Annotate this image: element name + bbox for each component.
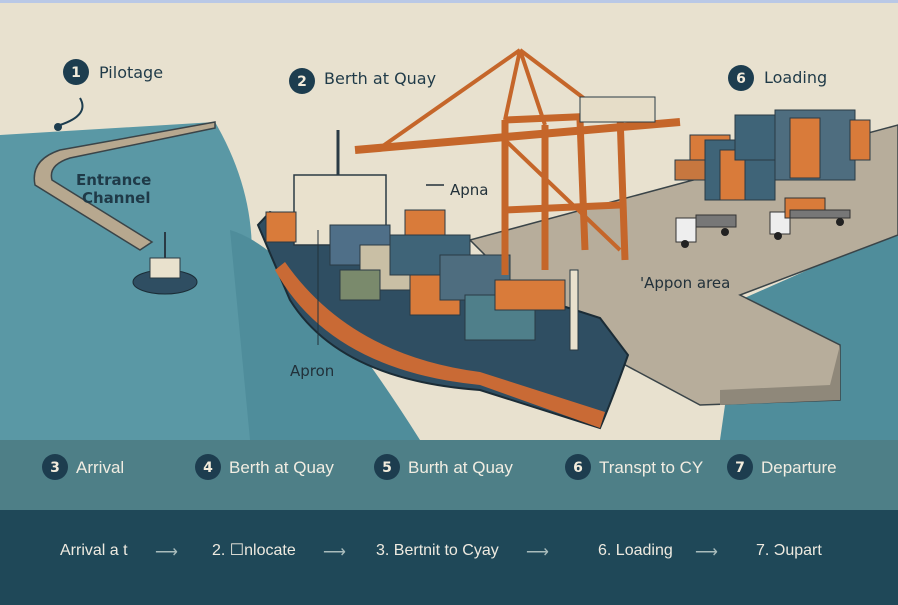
svg-text:4: 4 (203, 460, 213, 476)
label-apron: Apron (290, 362, 334, 380)
flow-step: Arrival a t (60, 542, 128, 559)
ship-containers (265, 209, 566, 341)
label-apna: Apna (450, 181, 488, 199)
breakwater (33, 121, 216, 251)
step-badge (289, 68, 315, 94)
tugboat (132, 232, 198, 295)
svg-text:Burth at Quay: Burth at Quay (408, 458, 513, 477)
svg-text:Transpt to CY: Transpt to CY (599, 458, 703, 477)
pilotage-arrow (59, 97, 84, 126)
svg-text:Loading: Loading (764, 68, 827, 87)
process-flow: Arrival a t ⟶ 2. ☐nlocate ⟶ 3. Bertnit t… (60, 542, 822, 561)
truck (675, 214, 737, 248)
flow-arrow-icon: ⟶ (695, 544, 718, 561)
label-pilotage: 1 Pilotage (63, 59, 163, 85)
svg-text:6: 6 (573, 460, 583, 476)
quay-edge (720, 345, 840, 405)
svg-text:Arrival: Arrival (76, 458, 124, 477)
label-loading: 6 Loading (728, 65, 827, 91)
ship-hull-stripe (275, 262, 605, 428)
svg-text:2: 2 (297, 74, 307, 90)
svg-text:Berth at Quay: Berth at Quay (324, 69, 436, 88)
flow-step: 3. Bertnit to Cyay (376, 542, 499, 559)
step-6: 6 Transpt to CY (565, 454, 703, 480)
truck-with-container (769, 197, 851, 240)
svg-text:1: 1 (71, 65, 81, 81)
crane-trolley (579, 96, 656, 123)
svg-text:Departure: Departure (761, 458, 837, 477)
svg-text:6: 6 (736, 71, 746, 87)
label-channel: Channel (82, 189, 150, 207)
svg-text:7: 7 (735, 460, 745, 476)
flow-arrow-icon: ⟶ (155, 544, 178, 561)
step-badge (728, 65, 754, 91)
svg-text:Pilotage: Pilotage (99, 63, 163, 82)
step-5: 5 Burth at Quay (374, 454, 513, 480)
flow-band (0, 510, 898, 605)
label-entrance: Entrance (76, 171, 151, 189)
container-yard (674, 109, 871, 201)
step-badge (63, 59, 89, 85)
step-4: 4 Berth at Quay (195, 454, 334, 480)
label-appon-area: 'Appon area (640, 274, 730, 292)
flow-step: 2. ☐nlocate (212, 542, 296, 559)
pilot-buoy-icon (54, 123, 62, 131)
flow-step: 7. Ɔupart (756, 542, 822, 559)
step-7: 7 Departure (727, 454, 837, 480)
top-border (0, 0, 898, 3)
flow-arrow-icon: ⟶ (526, 544, 549, 561)
flow-step: 6. Loading (598, 542, 673, 559)
step-3: 3 Arrival (42, 454, 124, 480)
flow-arrow-icon: ⟶ (323, 544, 346, 561)
svg-text:3: 3 (50, 460, 60, 476)
svg-text:5: 5 (382, 460, 392, 476)
svg-text:Berth at Quay: Berth at Quay (229, 458, 334, 477)
bow-mast (569, 269, 579, 351)
label-berth-at-quay: 2 Berth at Quay (289, 68, 436, 94)
